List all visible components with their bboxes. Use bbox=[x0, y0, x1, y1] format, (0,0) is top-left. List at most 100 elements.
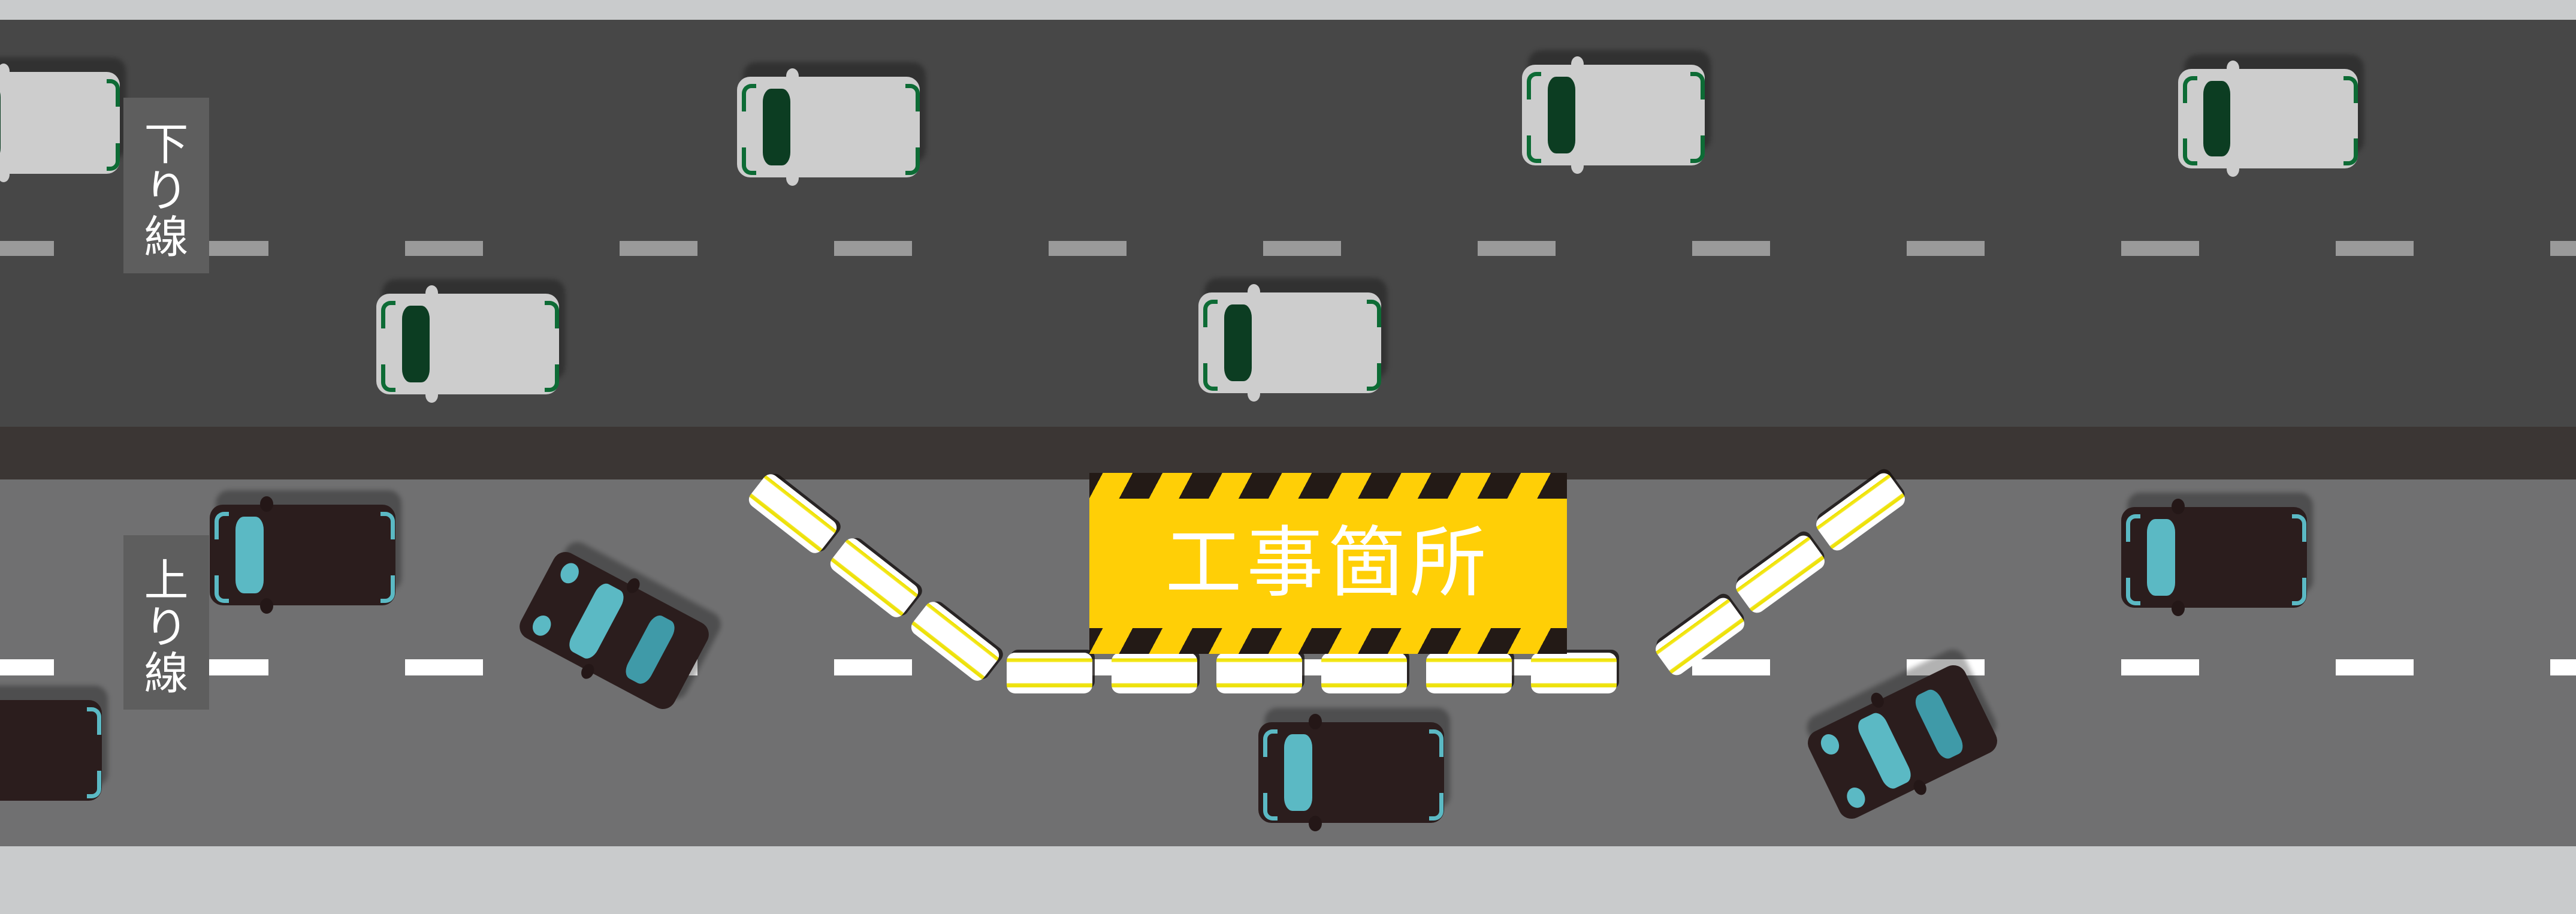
vehicle-body bbox=[1522, 65, 1705, 165]
vehicle-windshield bbox=[0, 84, 1, 161]
vehicle-side-mirror bbox=[260, 496, 273, 512]
barrier-block bbox=[1007, 653, 1092, 693]
vehicle-windshield bbox=[565, 580, 628, 662]
vehicle-headlight bbox=[2126, 578, 2140, 605]
vehicle-taillight bbox=[87, 771, 101, 798]
hazard-stripe-top bbox=[1089, 473, 1567, 499]
vehicle-van bbox=[1522, 50, 1711, 174]
lane-dash bbox=[1263, 241, 1341, 256]
vehicle-side-mirror bbox=[2227, 161, 2239, 177]
vehicle-headlight bbox=[1263, 729, 1278, 757]
vehicle-side-mirror bbox=[2172, 601, 2185, 616]
vehicle-taillight bbox=[2344, 138, 2358, 165]
vehicle-side-mirror bbox=[1248, 386, 1260, 402]
vehicle-windshield bbox=[1548, 77, 1575, 153]
vehicle-taillight bbox=[1690, 135, 1705, 163]
vehicle-headlight bbox=[381, 364, 395, 392]
vehicle-van bbox=[2178, 55, 2364, 177]
vehicle-taillight bbox=[87, 707, 101, 735]
vehicle-van bbox=[0, 686, 108, 801]
construction-sign[interactable]: 工事箇所 bbox=[1089, 473, 1567, 654]
vehicle-headlight bbox=[215, 512, 229, 539]
vehicle-headlight bbox=[1527, 135, 1541, 163]
vehicle-taillight bbox=[1429, 729, 1443, 757]
barrier-block bbox=[1216, 653, 1302, 693]
vehicle-body bbox=[737, 77, 920, 177]
lane-dash bbox=[2550, 241, 2576, 256]
lane-plate-inbound: 上 り 線 bbox=[123, 535, 209, 710]
vehicle-windshield bbox=[2147, 519, 2175, 596]
vehicle-side-window bbox=[1843, 784, 1869, 812]
vehicle-side-mirror bbox=[1248, 284, 1260, 300]
lane-dash bbox=[0, 659, 54, 675]
vehicle-headlight bbox=[1263, 793, 1278, 821]
vehicle-side-mirror bbox=[0, 167, 10, 182]
vehicle-headlight bbox=[2126, 514, 2140, 542]
vehicle-van bbox=[376, 279, 565, 403]
vehicle-taillight bbox=[905, 147, 920, 175]
lane-dash bbox=[834, 659, 912, 675]
vehicle-body bbox=[2121, 507, 2307, 608]
vehicle-taillight bbox=[380, 575, 395, 603]
barrier-block bbox=[1426, 653, 1512, 693]
lane-plate-outbound-char-1: 下 bbox=[144, 119, 189, 170]
vehicle-headlight bbox=[381, 301, 395, 328]
top-shoulder bbox=[0, 0, 2576, 20]
vehicle-side-mirror bbox=[1309, 714, 1322, 729]
barrier-block bbox=[1321, 653, 1407, 693]
lane-dash bbox=[0, 241, 54, 256]
lane-dash bbox=[2336, 659, 2414, 675]
construction-sign-label: 工事箇所 bbox=[1165, 518, 1491, 608]
lane-plate-outbound: 下 り 線 bbox=[123, 98, 209, 274]
vehicle-windshield bbox=[1284, 734, 1312, 811]
bottom-shoulder bbox=[0, 846, 2576, 914]
vehicle-side-window bbox=[1817, 731, 1843, 758]
median-divider bbox=[0, 427, 2576, 479]
vehicle-van bbox=[0, 58, 126, 182]
vehicle-rear-window bbox=[1911, 686, 1967, 762]
barrier-block bbox=[1112, 653, 1197, 693]
vehicle-side-mirror bbox=[2172, 499, 2185, 514]
vehicle-taillight bbox=[1367, 300, 1381, 327]
vehicle-taillight bbox=[107, 143, 120, 171]
vehicle-windshield bbox=[402, 306, 430, 382]
vehicle-body bbox=[2178, 69, 2358, 168]
lane-plate-inbound-char-3: 線 bbox=[144, 648, 189, 700]
vehicle-windshield bbox=[763, 89, 790, 165]
vehicle-van bbox=[1258, 708, 1450, 831]
lane-dash bbox=[1692, 659, 1770, 675]
vehicle-taillight bbox=[545, 364, 559, 392]
vehicle-side-mirror bbox=[786, 170, 799, 186]
lane-dash bbox=[1049, 241, 1127, 256]
vehicle-taillight bbox=[1690, 72, 1705, 99]
vehicle-taillight bbox=[2292, 578, 2306, 605]
vehicle-side-mirror bbox=[425, 387, 438, 403]
vehicle-headlight bbox=[742, 84, 756, 111]
lane-dash bbox=[405, 241, 483, 256]
vehicle-side-mirror bbox=[1571, 56, 1584, 72]
vehicle-side-mirror bbox=[425, 285, 438, 301]
vehicle-taillight bbox=[1429, 793, 1443, 821]
vehicle-windshield bbox=[1854, 710, 1914, 792]
lane-dash bbox=[1478, 241, 1556, 256]
vehicle-taillight bbox=[2292, 514, 2306, 542]
vehicle-side-mirror bbox=[1571, 158, 1584, 174]
vehicle-headlight bbox=[2183, 76, 2197, 103]
lane-dash bbox=[2550, 659, 2576, 675]
vehicle-side-window bbox=[529, 612, 555, 640]
lane-dash bbox=[2121, 659, 2199, 675]
vehicle-taillight bbox=[107, 79, 120, 107]
vehicle-headlight bbox=[2183, 138, 2197, 165]
vehicle-body bbox=[0, 72, 120, 174]
vehicle-headlight bbox=[1203, 300, 1218, 327]
vehicle-side-mirror bbox=[260, 598, 273, 614]
vehicle-side-mirror bbox=[0, 64, 10, 79]
vehicle-side-mirror bbox=[1309, 816, 1322, 831]
hazard-stripe-bottom bbox=[1089, 628, 1567, 654]
vehicle-van bbox=[737, 62, 926, 186]
vehicle-windshield bbox=[235, 517, 264, 593]
vehicle-taillight bbox=[2344, 76, 2358, 103]
vehicle-headlight bbox=[742, 147, 756, 175]
vehicle-body bbox=[210, 505, 395, 605]
